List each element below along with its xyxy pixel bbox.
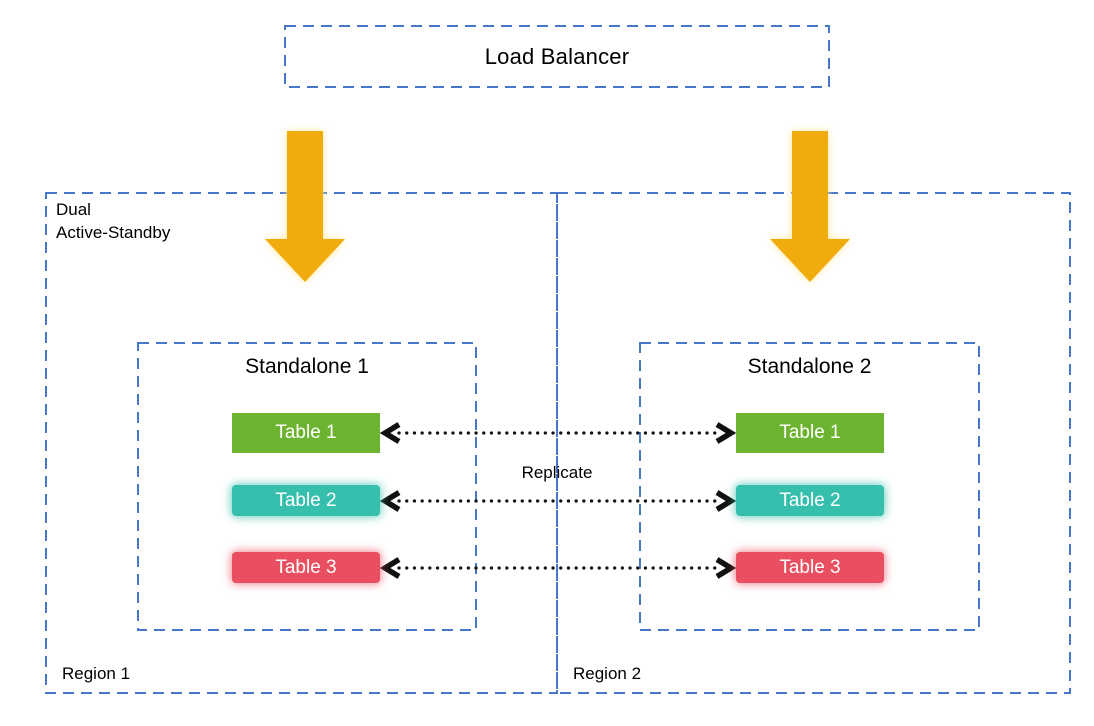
region2-label: Region 2 (573, 664, 642, 683)
standalone2-table2-chip: Table 2 (736, 485, 884, 516)
replicate-connector-table2 (379, 490, 737, 512)
standalone1-table1-chip: Table 1 (232, 413, 380, 453)
arrowhead-right-icon (715, 557, 737, 579)
replicate-connector-table3 (379, 557, 737, 579)
arrowhead-left-icon (379, 557, 401, 579)
replicate-label: Replicate (521, 463, 593, 482)
arrowhead-left-icon (379, 490, 401, 512)
standalone1-table2-chip: Table 2 (232, 485, 380, 516)
region1-label: Region 1 (62, 664, 131, 683)
standalone1-title: Standalone 1 (245, 355, 369, 378)
standalone2-box-border (639, 342, 980, 631)
load-balancer-box-border (284, 25, 830, 88)
standalone2-table3-chip: Table 3 (736, 552, 884, 583)
standalone1-table3-chip: Table 3 (232, 552, 380, 583)
standalone1-box-border (137, 342, 477, 631)
arrowhead-right-icon (715, 490, 737, 512)
arrowhead-left-icon (379, 422, 401, 444)
load-balancer-label: Load Balancer (484, 43, 630, 69)
arrowhead-right-icon (715, 422, 737, 444)
replicate-connector-table1 (379, 422, 737, 444)
down-arrow-icon (770, 131, 850, 282)
dual-active-standby-label: Dual Active-Standby (56, 200, 171, 242)
standalone2-table1-chip: Table 1 (736, 413, 884, 453)
down-arrow-icon (265, 131, 345, 282)
standalone2-title: Standalone 2 (747, 355, 872, 378)
